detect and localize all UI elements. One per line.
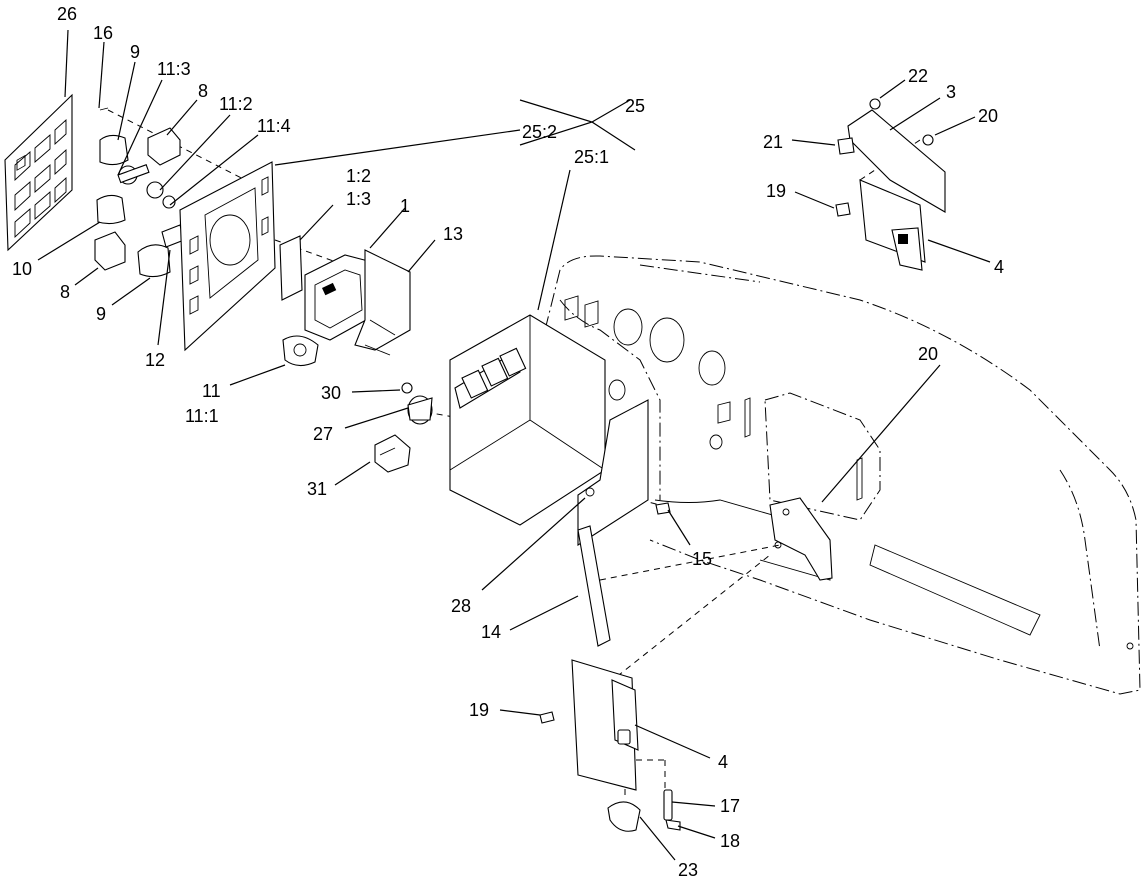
callout-1-3: 1:3 (346, 189, 371, 209)
callout-1: 1 (400, 196, 410, 216)
callout-11-2: 11:2 (219, 94, 253, 114)
callout-17: 17 (720, 796, 740, 816)
callout-4b: 4 (718, 752, 728, 772)
callout-20b: 20 (918, 344, 938, 364)
decal-panel-26 (4, 93, 73, 252)
callout-20: 20 (978, 106, 998, 126)
callout-8b: 8 (60, 282, 70, 302)
callout-19: 19 (766, 181, 786, 201)
callout-9b: 9 (96, 304, 106, 324)
callout-25-1: 25:1 (574, 147, 609, 167)
callout-16: 16 (93, 23, 113, 43)
callout-15: 15 (692, 549, 712, 569)
electrical-box (449, 314, 649, 547)
callout-10: 10 (12, 259, 32, 279)
controller-module (279, 235, 411, 356)
screw-15 (655, 502, 671, 515)
callout-13: 13 (443, 224, 463, 244)
callout-30: 30 (321, 383, 341, 403)
callout-27: 27 (313, 424, 333, 444)
callout-22: 22 (908, 66, 928, 86)
callout-18: 18 (720, 831, 740, 851)
callout-12: 12 (145, 350, 165, 370)
callout-labels: 26 16 9 11:3 8 11:2 11:4 25 25:2 25:1 1:… (12, 4, 1004, 880)
callout-14: 14 (481, 622, 501, 642)
callout-25-2: 25:2 (522, 122, 557, 142)
callout-11-4: 11:4 (257, 116, 291, 136)
mounting-plate (179, 161, 319, 367)
switch-parts-left (94, 107, 185, 278)
callout-8: 8 (198, 81, 208, 101)
leader-lines (37, 29, 991, 861)
support-arm (539, 525, 681, 832)
callout-21: 21 (763, 132, 783, 152)
callout-9: 9 (130, 42, 140, 62)
callout-19b: 19 (469, 700, 489, 720)
callout-3: 3 (946, 82, 956, 102)
callout-26: 26 (57, 4, 77, 24)
callout-23: 23 (678, 860, 698, 880)
small-components (374, 382, 433, 473)
callout-11-1: 11:1 (185, 406, 219, 426)
callout-1-2: 1:2 (346, 166, 371, 186)
callout-31: 31 (307, 479, 327, 499)
callout-4: 4 (994, 257, 1004, 277)
bracket-upper-right (835, 98, 946, 271)
callout-11-3: 11:3 (157, 59, 191, 79)
dashboard-panel (544, 255, 1141, 695)
callout-25: 25 (625, 96, 645, 116)
callout-11: 11 (202, 381, 221, 401)
callout-28: 28 (451, 596, 471, 616)
